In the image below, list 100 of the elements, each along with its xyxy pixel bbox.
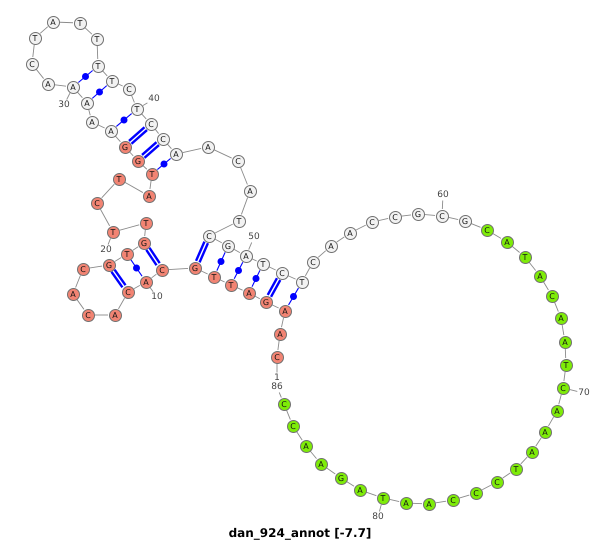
leader-line: [442, 200, 444, 210]
backbone-line: [119, 224, 140, 231]
backbone-line: [131, 95, 135, 103]
backbone-line: [448, 217, 459, 220]
nucleotide-circle: C: [156, 264, 168, 276]
leader-line: [276, 364, 278, 373]
backbone-line: [36, 69, 44, 79]
leader-line: [108, 238, 111, 246]
backbone-line: [134, 284, 140, 290]
nucleotide-circle: T: [510, 462, 522, 476]
position-number: 1: [274, 374, 280, 382]
nucleotide-circle: T: [130, 102, 144, 116]
nucleotide-circle: C: [76, 262, 90, 276]
nucleotide-circle: A: [278, 304, 292, 318]
backbone-line: [512, 246, 520, 253]
backbone-line: [98, 124, 106, 128]
nucleotide-circle: C: [366, 216, 378, 228]
nucleotide-circle: A: [140, 276, 152, 288]
backbone-line: [151, 274, 157, 278]
double-base-pair-line: [140, 141, 160, 159]
nucleotide-circle: T: [376, 492, 390, 504]
backbone-line: [200, 270, 208, 274]
nucleotide-circle: C: [490, 476, 504, 488]
nucleotide-circle: A: [86, 116, 98, 128]
backbone-line: [132, 246, 139, 251]
position-number: 20: [100, 246, 112, 254]
backbone-line: [482, 484, 492, 490]
nucleotide-circle: A: [46, 16, 60, 28]
backbone-line: [60, 22, 74, 24]
nucleotide-circle: C: [202, 230, 216, 242]
backbone-line: [535, 437, 542, 447]
position-number: 30: [58, 100, 70, 110]
backbone-line: [89, 266, 103, 268]
nucleotide-circle: T: [90, 32, 104, 46]
nucleotide-circle: C: [90, 196, 104, 210]
leader-line: [569, 389, 578, 392]
nucleotide-circle: A: [42, 78, 54, 90]
backbone-line: [564, 348, 566, 358]
backbone-line: [558, 394, 562, 405]
nucleotide-circle: T: [296, 276, 308, 288]
nucleotide-circle: A: [80, 96, 94, 110]
backbone-line: [236, 287, 244, 291]
backbone-line: [346, 481, 355, 487]
leader-line: [379, 504, 382, 512]
nucleotide-circle: C: [556, 382, 570, 394]
backbone-line: [502, 472, 511, 478]
nucleotide-circle: T: [92, 60, 104, 72]
nucleotide-circle: C: [436, 210, 448, 222]
nucleotide-circle: G: [138, 236, 150, 250]
leader-line: [142, 102, 148, 106]
backbone-line: [268, 266, 276, 270]
nucleotide-circle: A: [274, 328, 286, 340]
nucleotide-circle: A: [300, 440, 312, 452]
nucleotide-circle: A: [242, 286, 256, 300]
nucleotide-circle: A: [554, 312, 568, 324]
backbone-line: [54, 84, 66, 87]
backbone-line: [150, 180, 152, 190]
nucleotide-circle: A: [66, 80, 80, 94]
backbone-line: [32, 44, 35, 58]
leader-line: [66, 92, 70, 100]
backbone-line: [326, 468, 336, 474]
nucleotide-circle: C: [270, 350, 284, 364]
backbone-line: [102, 70, 108, 76]
nucleotide-circle: T: [256, 258, 270, 270]
backbone-line: [84, 27, 92, 35]
backbone-line: [214, 224, 234, 234]
nucleotide-circle: G: [188, 262, 202, 274]
backbone-line: [96, 46, 98, 60]
nucleotide-circle: T: [146, 168, 158, 180]
double-base-pair-line: [110, 268, 127, 289]
backbone-line: [214, 150, 232, 158]
nucleotide-circle: G: [132, 154, 144, 168]
nucleotide-circle: A: [422, 498, 436, 510]
backbone-line: [240, 167, 248, 185]
nucleotide-circle: G: [260, 296, 272, 308]
backbone-line: [528, 262, 536, 271]
backbone-line: [520, 456, 528, 464]
nucleotide-circle: A: [534, 270, 546, 282]
nucleotide-circle: T: [518, 250, 532, 264]
backbone-line: [296, 431, 303, 441]
nucleotide-circle: A: [550, 404, 564, 418]
nucleotide-circle: C: [286, 420, 300, 432]
nucleotide-circle: A: [170, 148, 182, 160]
position-number: 80: [372, 512, 384, 522]
nucleotide-circle: C: [232, 154, 244, 168]
nucleotide-circle: A: [314, 458, 328, 470]
backbone-line: [214, 238, 222, 244]
nucleotide-circle: A: [66, 288, 80, 300]
nucleotide-circle: T: [208, 270, 220, 284]
nucleotide-circle: C: [546, 290, 558, 302]
backbone-line: [118, 84, 124, 86]
backbone-line: [304, 268, 310, 276]
nucleotide-circle: T: [106, 74, 118, 88]
nucleotide-circle: T: [112, 172, 126, 186]
backbone-line: [124, 182, 144, 193]
backbone-line: [492, 233, 502, 239]
nucleotide-circle: C: [122, 286, 134, 298]
nucleotide-circle: T: [224, 278, 238, 292]
leader-line: [248, 242, 252, 250]
nucleotide-circle: A: [526, 446, 538, 458]
